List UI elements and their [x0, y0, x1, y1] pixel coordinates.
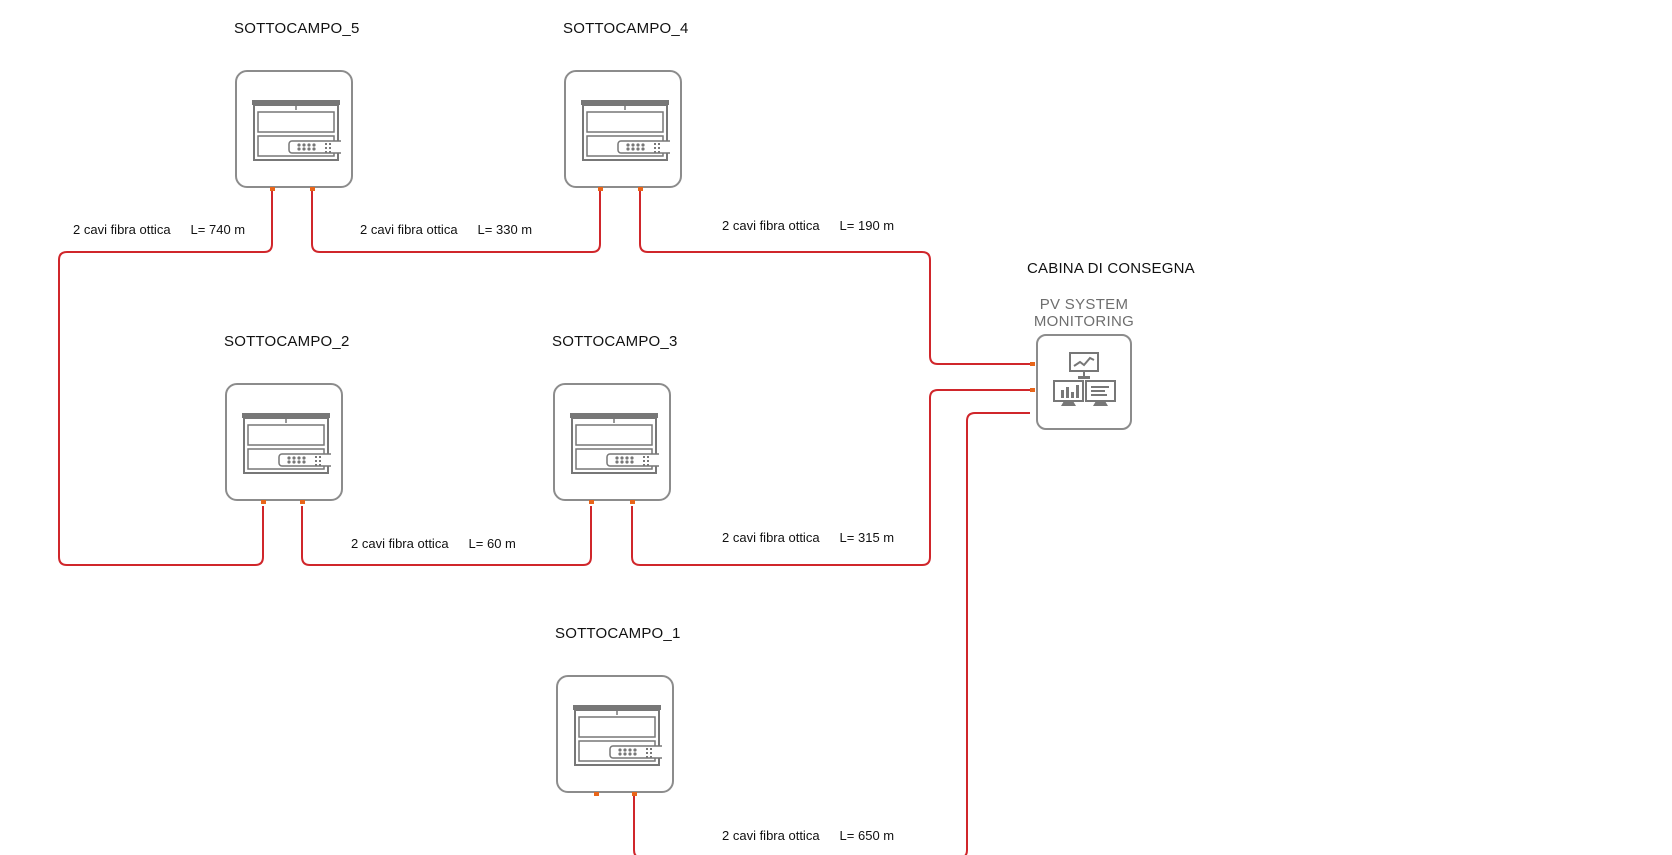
pv-monitoring-station[interactable] [1036, 334, 1132, 430]
cable-length: L= 330 m [477, 222, 533, 237]
cable-path-315 [631, 389, 1030, 566]
port [594, 792, 599, 796]
cable-path-60 [301, 506, 592, 566]
cable-label-740: 2 cavi fibra ottica L= 740 m [73, 222, 245, 237]
port [261, 500, 266, 504]
port [1030, 362, 1035, 366]
sottocampo-5-label: SOTTOCAMPO_5 [234, 20, 360, 37]
cable-path-330 [311, 188, 601, 253]
cable-desc: 2 cavi fibra ottica [722, 530, 820, 545]
pv-system-monitoring-title: PV SYSTEM MONITORING [1023, 296, 1145, 330]
sottocampo-3-inverter[interactable] [553, 383, 671, 501]
monitoring-computers-icon [1053, 352, 1116, 406]
sottocampo-2-inverter[interactable] [225, 383, 343, 501]
cable-label-60: 2 cavi fibra ottica L= 60 m [351, 536, 516, 551]
monitoring-title-line2: MONITORING [1033, 313, 1135, 330]
sottocampo-1-label: SOTTOCAMPO_1 [555, 625, 681, 642]
cable-label-330: 2 cavi fibra ottica L= 330 m [360, 222, 532, 237]
cable-desc: 2 cavi fibra ottica [73, 222, 171, 237]
cable-path-190 [639, 188, 1030, 365]
sottocampo-4-label: SOTTOCAMPO_4 [563, 20, 689, 37]
cable-length: L= 650 m [839, 828, 895, 843]
cable-length: L= 315 m [839, 530, 895, 545]
cable-length: L= 740 m [190, 222, 246, 237]
cable-length: L= 60 m [468, 536, 516, 551]
cabina-di-consegna-label: CABINA DI CONSEGNA [1027, 260, 1195, 277]
port [638, 187, 643, 191]
port [589, 500, 594, 504]
cable-desc: 2 cavi fibra ottica [351, 536, 449, 551]
cable-path-740 [58, 188, 273, 566]
inverter-icon [252, 100, 341, 161]
port [598, 187, 603, 191]
inverter-icon [581, 100, 670, 161]
cable-desc: 2 cavi fibra ottica [360, 222, 458, 237]
sottocampo-3-label: SOTTOCAMPO_3 [552, 333, 678, 350]
inverter-icon [242, 413, 331, 474]
port [1030, 388, 1035, 392]
cable-label-650: 2 cavi fibra ottica L= 650 m [722, 828, 894, 843]
sottocampo-1-inverter[interactable] [556, 675, 674, 793]
monitoring-title-line1: PV SYSTEM [1039, 296, 1129, 313]
cable-path-650 [633, 412, 1030, 855]
port [632, 792, 637, 796]
port [270, 187, 275, 191]
port [300, 500, 305, 504]
sottocampo-4-inverter[interactable] [564, 70, 682, 188]
cable-desc: 2 cavi fibra ottica [722, 218, 820, 233]
cable-label-315: 2 cavi fibra ottica L= 315 m [722, 530, 894, 545]
port [630, 500, 635, 504]
sottocampo-2-label: SOTTOCAMPO_2 [224, 333, 350, 350]
cable-length: L= 190 m [839, 218, 895, 233]
cable-label-190: 2 cavi fibra ottica L= 190 m [722, 218, 894, 233]
sottocampo-5-inverter[interactable] [235, 70, 353, 188]
inverter-icon [573, 705, 662, 766]
inverter-icon [570, 413, 659, 474]
cable-desc: 2 cavi fibra ottica [722, 828, 820, 843]
port [310, 187, 315, 191]
